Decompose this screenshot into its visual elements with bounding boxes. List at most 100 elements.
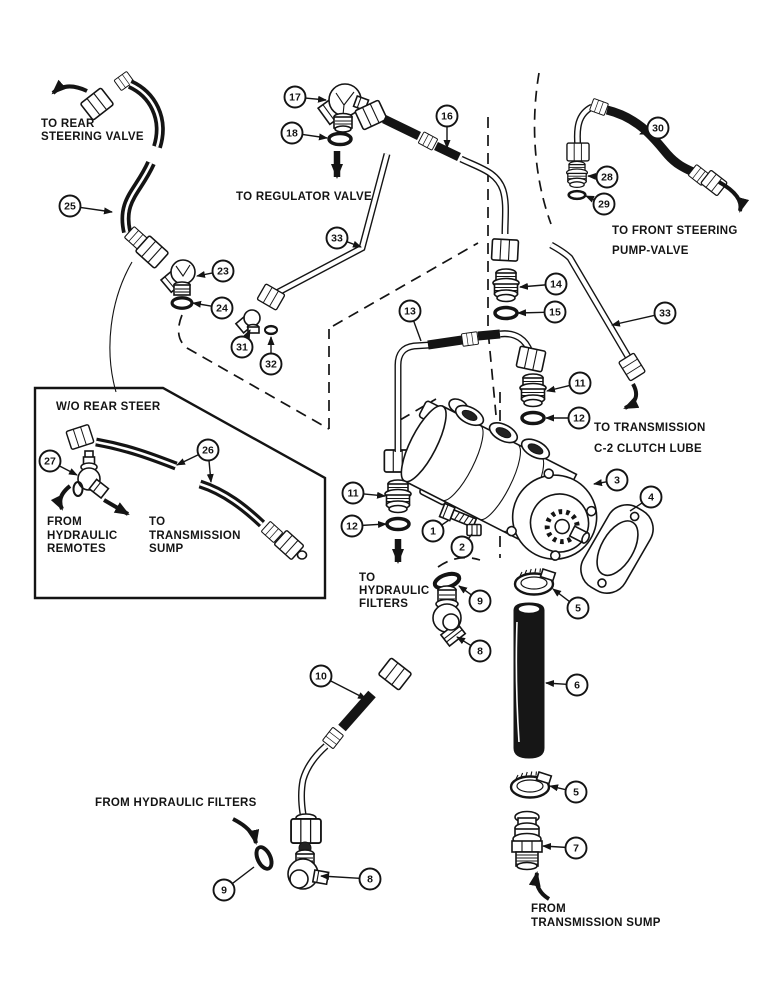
inset-hose-b-drawing: [198, 479, 308, 561]
fitting-11-left-drawing: [384, 479, 412, 514]
oring-12-left-drawing: [385, 516, 411, 532]
callout-1: 1: [421, 519, 450, 543]
svg-text:14: 14: [550, 279, 562, 291]
callout-18: 18: [280, 121, 328, 145]
arrow-from-hydraulic-remotes: [50, 484, 72, 511]
gasket-4-drawing: [580, 504, 654, 594]
oring-9-bottom-drawing: [251, 842, 277, 874]
callout-7: 7: [542, 836, 588, 860]
label-line: HYDRAULIC: [47, 529, 118, 542]
inset-leader-curve: [109, 261, 133, 393]
hose-13-drawing: [383, 329, 547, 473]
svg-text:29: 29: [598, 199, 610, 211]
tube-33-right-drawing: [549, 241, 647, 382]
inset-hose-a-drawing: [65, 423, 178, 471]
svg-text:2: 2: [459, 542, 465, 554]
callout-17: 17: [283, 85, 327, 109]
callout-32: 32: [259, 336, 283, 376]
callout-5: 5: [552, 588, 590, 620]
oring-24-drawing: [170, 296, 194, 310]
svg-text:11: 11: [347, 488, 358, 500]
svg-text:12: 12: [573, 413, 585, 425]
svg-text:1: 1: [430, 526, 436, 538]
svg-text:24: 24: [216, 303, 228, 315]
svg-text:26: 26: [202, 445, 214, 457]
callout-25: 25: [58, 194, 113, 218]
fitting-14-drawing: [492, 268, 520, 303]
callout-33: 33: [325, 226, 362, 250]
svg-text:12: 12: [346, 521, 358, 533]
callout-12: 12: [545, 406, 591, 430]
hose-30-drawing: [566, 97, 729, 197]
oring-18-drawing: [327, 131, 353, 147]
clamp-5-bottom-drawing: [509, 770, 553, 799]
callout-30: 30: [639, 116, 670, 140]
label-line: REMOTES: [47, 543, 106, 555]
arrow-to-transmission-c2-clutch-lube: [623, 383, 640, 410]
svg-text:28: 28: [601, 172, 613, 184]
elbow-23-drawing: [159, 259, 196, 296]
label-from-hydraulic-filters: FROM HYDRAULIC FILTERS: [95, 797, 257, 810]
label-line: TO FRONT STEERING: [612, 225, 738, 237]
svg-text:10: 10: [315, 671, 327, 683]
label-line: TO REAR: [41, 118, 95, 130]
label-line: TO REGULATOR VALVE: [236, 191, 372, 203]
elbow-17-drawing: [316, 83, 370, 133]
callout-23: 23: [196, 259, 235, 283]
fitting-11-right-drawing: [519, 373, 547, 408]
inset-box-wo-rear-steer: [33, 386, 327, 600]
nut-2-drawing: [466, 523, 482, 537]
label-to-regulator-valve: TO REGULATOR VALVE: [236, 191, 372, 204]
oring-15-drawing: [493, 305, 519, 321]
fitting-7-drawing: [511, 810, 543, 871]
callout-9: 9: [212, 866, 255, 902]
tube-33-left-drawing: [256, 153, 391, 311]
svg-text:9: 9: [477, 596, 483, 608]
oring-12-right-drawing: [520, 410, 546, 426]
svg-text:4: 4: [648, 492, 654, 504]
callout-16: 16: [435, 104, 459, 149]
svg-text:17: 17: [289, 92, 301, 104]
svg-text:8: 8: [477, 646, 483, 658]
callout-4: 4: [629, 485, 663, 512]
callout-12: 12: [340, 514, 387, 538]
oring-32-drawing: [263, 324, 279, 336]
label-line: FROM HYDRAULIC FILTERS: [95, 797, 257, 809]
tube-6-drawing: [513, 602, 545, 759]
svg-text:7: 7: [573, 843, 579, 855]
label-line: TO TRANSMISSION: [594, 422, 706, 434]
fitting-28-drawing: [565, 160, 589, 189]
clamp-5-top-drawing: [513, 567, 557, 596]
callout-11: 11: [546, 371, 592, 395]
callout-26: 26: [176, 438, 220, 483]
arrow-from-transmission-sump: [528, 871, 551, 901]
flow-arrows: [50, 79, 750, 901]
arrow-from-hydraulic-filters: [232, 817, 260, 845]
svg-text:16: 16: [441, 111, 453, 123]
callout-5: 5: [549, 780, 588, 804]
svg-text:30: 30: [652, 123, 664, 135]
bolt-1-drawing: [438, 502, 478, 529]
label-line: FROM: [47, 516, 83, 528]
svg-text:5: 5: [573, 787, 579, 799]
callout-10: 10: [309, 664, 367, 700]
callout-2: 2: [450, 533, 474, 559]
elbow-8-bottom-drawing: [287, 841, 330, 890]
svg-text:6: 6: [574, 680, 580, 692]
svg-text:15: 15: [549, 307, 561, 319]
arrow-to-transmission-sump: [102, 498, 130, 516]
arrow-to-front-steering-pump-valve: [718, 180, 750, 213]
hose-16-drawing: [353, 99, 520, 262]
label-line: TRANSMISSION SUMP: [531, 916, 661, 929]
svg-text:9: 9: [221, 885, 227, 897]
svg-text:25: 25: [64, 201, 76, 213]
svg-text:32: 32: [265, 359, 277, 371]
